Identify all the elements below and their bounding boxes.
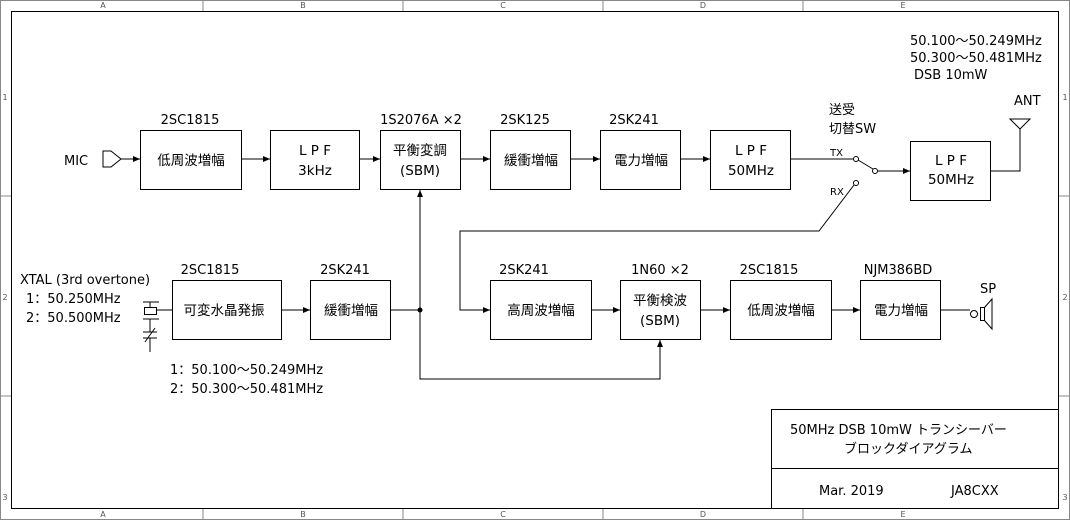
spec-line-2: 50.300～50.481MHz [910, 51, 1042, 66]
speaker-label: SP [980, 282, 996, 297]
col-label-e-bottom: E [900, 510, 905, 519]
rx-af-amp-label: 低周波増幅 [747, 303, 815, 319]
switch-common-contact [872, 168, 878, 174]
osc-buffer-block [310, 280, 391, 340]
title-author: JA8CXX [950, 484, 999, 499]
wire-carrier-to-det [419, 310, 663, 380]
rx-af-amp-part: 2SC1815 [740, 263, 799, 278]
balanced-mod-sbm: (SBM) [400, 163, 440, 179]
mic-label: MIC [64, 154, 88, 169]
switch-lever [857, 159, 874, 170]
col-label-a: A [100, 1, 106, 10]
title-line-2: ブロックダイアグラム [844, 441, 972, 457]
tx-lpf-50mhz-label: L P F [735, 143, 767, 159]
tx-af-amp-label: 低周波増幅 [157, 153, 225, 169]
title-date: Mar. 2019 [819, 484, 884, 499]
tx-pa-part: 2SK241 [609, 113, 659, 128]
tx-lpf-3khz-label: L P F [299, 143, 331, 159]
col-label-b-bottom: B [300, 510, 306, 519]
col-label-e: E [900, 1, 905, 10]
balanced-det-sbm: (SBM) [640, 313, 680, 329]
row-label-3-right: 3 [1062, 493, 1067, 502]
tx-buffer-label: 緩衝増幅 [504, 153, 558, 169]
rf-amp-label: 高周波増幅 [507, 302, 575, 319]
xtal-title: XTAL (3rd overtone) [20, 273, 150, 288]
col-label-d-bottom: D [700, 510, 706, 519]
balanced-det-label: 平衡検波 [633, 293, 687, 309]
switch-title-2: 切替SW [829, 122, 876, 137]
switch-rx-label: RX [830, 187, 844, 198]
antenna-label: ANT [1014, 94, 1041, 109]
title-block [771, 409, 1059, 509]
vxo-part: 2SC1815 [181, 263, 240, 278]
rx-pa-part: NJM386BD [864, 263, 933, 278]
tx-lpf-3khz-block [270, 130, 360, 190]
col-label-b: B [300, 1, 306, 10]
balanced-mod-block [380, 130, 461, 190]
osc-buffer-part: 2SK241 [320, 263, 370, 278]
antenna-icon [1008, 118, 1032, 130]
switch-tx-label: TX [829, 148, 843, 159]
crystal-icon [143, 301, 172, 332]
switch-title-1: 送受 [829, 103, 855, 118]
rx-pa-block [860, 280, 941, 340]
rx-pa-label: 電力増幅 [874, 303, 928, 319]
col-label-a-bottom: A [100, 510, 106, 519]
balanced-mod-part: 1S2076A ×2 [380, 113, 462, 128]
trimmer-capacitor-icon [143, 327, 157, 352]
vxo-range-2: 2：50.300～50.481MHz [170, 382, 323, 397]
wire-lpf-to-antenna [990, 129, 1021, 172]
row-label-2: 2 [2, 293, 7, 302]
balanced-det-block [620, 280, 701, 340]
vxo-block [172, 280, 282, 340]
switch-tx-contact [853, 156, 859, 162]
spec-line-3: DSB 10mW [914, 68, 988, 83]
wire-switch-rx-to-rf-amp [459, 184, 855, 313]
balanced-det-part: 1N60 ×2 [631, 263, 689, 278]
rf-amp-part: 2SK241 [499, 263, 549, 278]
tx-buffer-block [490, 130, 571, 190]
row-label-1: 1 [2, 93, 7, 102]
col-label-c-bottom: C [500, 510, 506, 519]
tx-pa-label: 電力増幅 [614, 153, 668, 169]
tx-lpf-50mhz-block [710, 130, 791, 190]
ant-lpf-block [910, 141, 991, 201]
mic-connector-icon [102, 150, 122, 168]
tx-lpf-3khz-freq: 3kHz [298, 163, 332, 179]
col-label-c: C [500, 1, 506, 10]
row-label-2-right: 2 [1062, 293, 1067, 302]
tx-lpf-50mhz-freq: 50MHz [728, 163, 774, 179]
balanced-mod-label: 平衡変調 [393, 142, 447, 159]
speaker-icon [970, 297, 993, 331]
switch-rx-contact [853, 180, 859, 186]
title-line-1: 50MHz DSB 10mW トランシーバー [790, 423, 1007, 438]
ant-lpf-freq: 50MHz [928, 172, 974, 188]
osc-buffer-label: 緩衝増幅 [324, 303, 378, 319]
col-label-d: D [700, 1, 706, 10]
ant-lpf-label: L P F [935, 153, 967, 169]
rx-af-amp-block [730, 280, 832, 340]
rf-amp-block [490, 280, 592, 340]
vxo-range-1: 1：50.100～50.249MHz [170, 363, 323, 378]
tx-buffer-part: 2SK125 [500, 113, 550, 128]
tx-af-amp-part: 2SC1815 [161, 113, 220, 128]
xtal-freq-1: 1：50.250MHz [26, 292, 121, 307]
tx-af-amp-block [140, 130, 242, 190]
spec-line-1: 50.100～50.249MHz [910, 34, 1042, 49]
xtal-freq-2: 2：50.500MHz [26, 311, 121, 326]
row-label-3: 3 [2, 493, 7, 502]
vxo-label: 可変水晶発振 [184, 302, 265, 319]
row-label-1-right: 1 [1062, 93, 1067, 102]
tx-pa-block [600, 130, 681, 190]
